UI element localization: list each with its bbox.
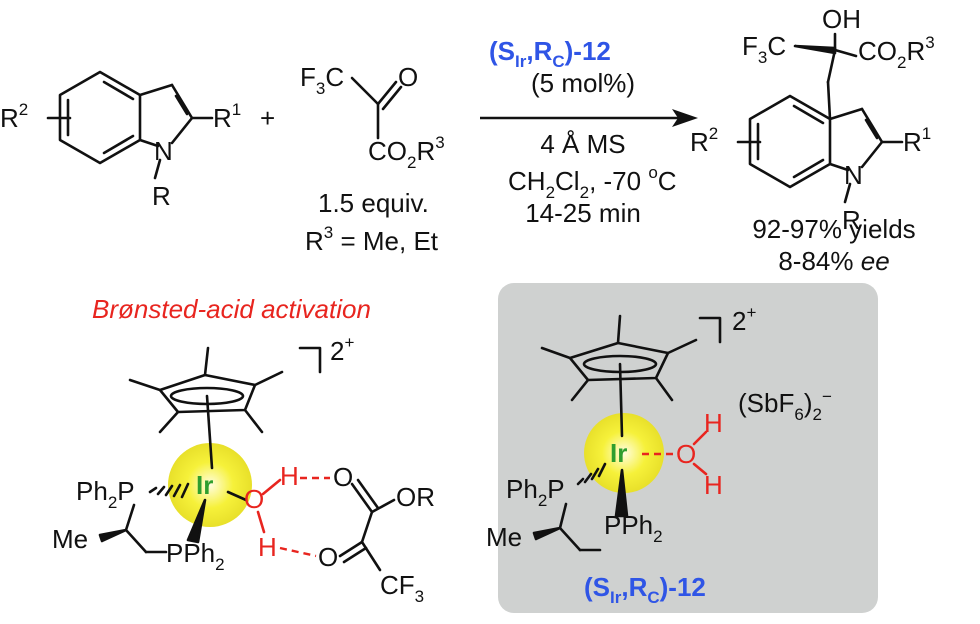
catalyst-loading: (5 mol%) [531, 68, 635, 98]
activation-ligand-bonds [98, 482, 248, 554]
catalyst-ligand-bonds [532, 462, 629, 552]
catalyst-OH-bond-1 [692, 430, 708, 446]
catalyst-ir: Ir [610, 438, 627, 468]
ketoester-bonds [350, 76, 403, 140]
activation-OH-bond-2 [256, 510, 266, 534]
catalyst-charge-bracket [698, 316, 722, 344]
bronsted-activation-model: Brønsted-acid activation 2+ Ir Ph2P [52, 294, 435, 606]
ketoester-CO2R3: CO2R3 [368, 133, 445, 172]
activation-ir: Ir [196, 470, 213, 500]
product-bonds [736, 32, 904, 204]
activation-ester-O: O [333, 462, 353, 492]
activation-CF3: CF3 [380, 570, 424, 606]
activation-OH-bond-1 [261, 478, 282, 496]
catalyst-pph2: PPh2 [604, 510, 663, 546]
indole-R: R [152, 181, 171, 211]
indole-bonds [46, 70, 214, 180]
activation-cp-ring [128, 346, 284, 470]
activation-title: Brønsted-acid activation [92, 294, 371, 324]
catalyst-H1: H [704, 408, 723, 438]
catalyst-charge: 2+ [732, 303, 756, 336]
catalyst-ph2p: Ph2P [506, 474, 565, 510]
plus-sign: + [260, 103, 275, 133]
catalyst-counterion: (SbF6)2− [738, 387, 832, 424]
activation-water-O: O [244, 484, 264, 514]
catalyst-ir-glow [584, 413, 664, 493]
indole-R1: R1 [213, 100, 241, 133]
activation-ph2p: Ph2P [76, 476, 135, 512]
solvent-condition: CH2Cl2, -70 oC [508, 163, 677, 202]
product-CO2R3: CO2R3 [858, 33, 935, 72]
activation-H2: H [258, 532, 277, 562]
indole-R2: R2 [0, 100, 28, 133]
catalyst-structure-box: 2+ (SbF6)2− Ir O H H Ph2P [486, 283, 878, 613]
catalyst-me: Me [486, 522, 522, 552]
product-OH: OH [822, 4, 861, 34]
trifluoropyruvate: F3C O CO2R3 1.5 equiv. R3 = Me, Et [300, 62, 445, 256]
activation-H1: H [280, 461, 299, 491]
catalyst-label: (SIr,RC)-12 [489, 36, 611, 71]
activation-me: Me [52, 524, 88, 554]
activation-charge: 2+ [330, 333, 354, 366]
product-R1: R1 [903, 124, 931, 157]
product-F3C: F3C [742, 31, 786, 67]
r3-definition: R3 = Me, Et [305, 223, 439, 256]
equivalents-label: 1.5 equiv. [318, 188, 429, 218]
product-N: N [844, 160, 863, 190]
yields-label: 92-97% yields [752, 214, 915, 244]
activation-ir-glow [168, 443, 252, 527]
catalyst-water-O: O [676, 439, 696, 469]
indole-reactant: N R R1 R2 [0, 70, 241, 211]
indole-N: N [154, 136, 173, 166]
ketoester-F3C: F3C [300, 62, 344, 98]
product-R2: R2 [690, 124, 718, 157]
catalyst-cp-ring [540, 314, 698, 438]
activation-hbond-2 [279, 546, 317, 558]
activation-charge-bracket [298, 346, 322, 374]
ketoester-O: O [398, 62, 418, 92]
activation-substrate-bonds [338, 478, 396, 572]
catalyst-H2: H [704, 470, 723, 500]
catalyst-box-bg [498, 283, 878, 613]
arrow-head [672, 109, 698, 127]
time-condition: 14-25 min [525, 198, 641, 228]
activation-pph2: PPh2 [166, 538, 225, 574]
catalyst-OH-bond-2 [692, 462, 708, 476]
sieves-condition: 4 Å MS [540, 129, 625, 159]
catalyst-box-label: (SIr,RC)-12 [584, 572, 706, 607]
activation-keto-O: O [318, 542, 338, 572]
product: OH F3C CO2R3 N R R1 R2 92-97% yields [690, 4, 935, 276]
ee-label: 8-84% ee [778, 246, 889, 276]
reaction-arrow-group: (SIr,RC)-12 (5 mol%) 4 Å MS CH2Cl2, -70 … [480, 36, 698, 228]
product-R: R [842, 205, 861, 235]
activation-ester-OR: OR [396, 482, 435, 512]
